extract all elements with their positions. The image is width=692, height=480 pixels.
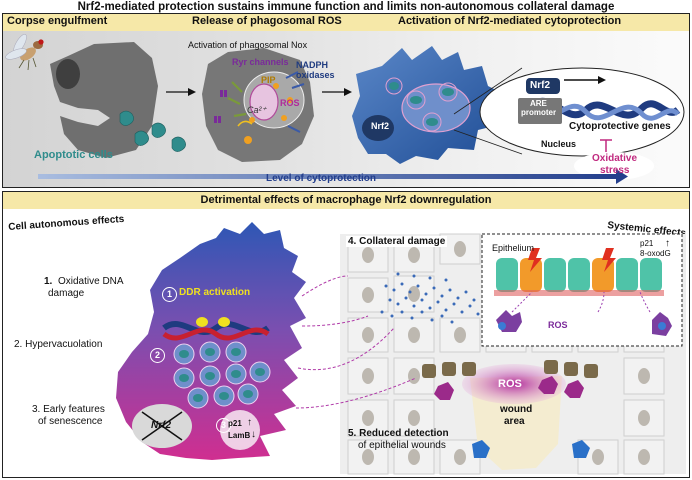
pip-label: PIP	[261, 75, 276, 85]
section-nrf2-cytoprotection: Activation of Nrf2-mediated cytoprotecti…	[398, 15, 622, 27]
nucleus-label: Nucleus	[541, 139, 577, 149]
epi-ros-label: ROS	[548, 320, 568, 330]
cytoprotection-axis-label: Level of cytoprotection	[266, 173, 377, 184]
item3-line-b: of senescence	[38, 416, 103, 427]
item1-line-a: Oxidative DNA	[58, 276, 124, 287]
are-promoter-label-2: promoter	[521, 108, 557, 117]
wound-label-1: wound	[500, 404, 533, 415]
fruit-fly-icon	[5, 34, 44, 71]
lamb-label: LamB	[228, 431, 251, 440]
epithelium-label: Epithelium	[492, 243, 535, 253]
top-band	[3, 14, 689, 31]
item3-line-a: 3. Early features	[32, 404, 105, 415]
wound-label-2: area	[504, 416, 525, 427]
bottom-header: Detrimental effects of macrophage Nrf2 d…	[200, 194, 492, 206]
nrf2-crossed-label: Nrf2	[151, 420, 172, 431]
top-illustration	[5, 34, 685, 184]
section-phagosomal-ros: Release of phagosomal ROS	[192, 15, 342, 27]
small-macrophage-icons	[496, 310, 672, 336]
oxidative-stress-label-2: stress	[600, 165, 630, 176]
senescence-marker-circle	[220, 410, 260, 450]
nrf2-deficient-macrophage	[116, 222, 306, 460]
item5-line-a: 5. Reduced detection	[348, 428, 449, 439]
nadph-label-2: oxidases	[296, 70, 335, 80]
are-promoter-label-1: ARE	[530, 99, 547, 108]
section-corpse-engulfment: Corpse engulfment	[7, 15, 108, 27]
item2-label: 2. Hypervacuolation	[14, 339, 103, 350]
wound-ros-label: ROS	[498, 378, 522, 390]
ddr-badge: 1	[162, 287, 177, 302]
epi-up-arrow: ↑	[665, 238, 670, 249]
apoptotic-cells-label: Apoptotic cells	[34, 149, 113, 161]
bottom-band: Detrimental effects of macrophage Nrf2 d…	[3, 192, 689, 209]
item4-label: 4. Collateral damage	[346, 236, 448, 247]
item5-line-b: of epithelial wounds	[358, 440, 446, 451]
epi-oxodg-label: 8-oxodG	[640, 249, 671, 258]
oxidative-stress-label-1: Oxidative	[592, 153, 638, 164]
item1-number: 1.	[44, 276, 53, 287]
ryr-label: Ryr channels	[232, 57, 289, 67]
epithelium-cells	[494, 258, 664, 296]
nrf2-box-label: Nrf2	[530, 80, 551, 91]
p21-up-arrow: ↑	[247, 417, 252, 428]
senescence-badge: 3	[216, 418, 231, 433]
damaged-cell-icons	[434, 376, 584, 400]
calcium-label: Ca²⁺	[247, 105, 267, 115]
apoptotic-cell-icons	[119, 110, 186, 152]
ddr-activation-label: DDR activation	[179, 287, 251, 298]
nadph-label-1: NADPH	[296, 60, 329, 70]
bottom-illustration	[116, 222, 686, 475]
ros-dot-cloud	[380, 272, 480, 324]
epi-p21-label: p21	[640, 239, 654, 248]
figure-title: Nrf2-mediated protection sustains immune…	[77, 1, 615, 13]
cytoprotective-genes-label: Cytoprotective genes	[569, 121, 671, 132]
item1-line-b: damage	[48, 288, 85, 299]
lamb-down-arrow: ↓	[251, 429, 256, 440]
nox-label: Activation of phagosomal Nox	[188, 40, 308, 50]
vacuole-icons	[173, 341, 271, 409]
nrf2-in-cell-label: Nrf2	[371, 121, 390, 131]
p21-label: p21	[228, 419, 242, 428]
lightning-icon	[528, 248, 616, 272]
damaged-dna-icon	[162, 317, 270, 341]
ros-label-top: ROS	[280, 98, 300, 108]
vacuolation-badge: 2	[150, 348, 165, 363]
